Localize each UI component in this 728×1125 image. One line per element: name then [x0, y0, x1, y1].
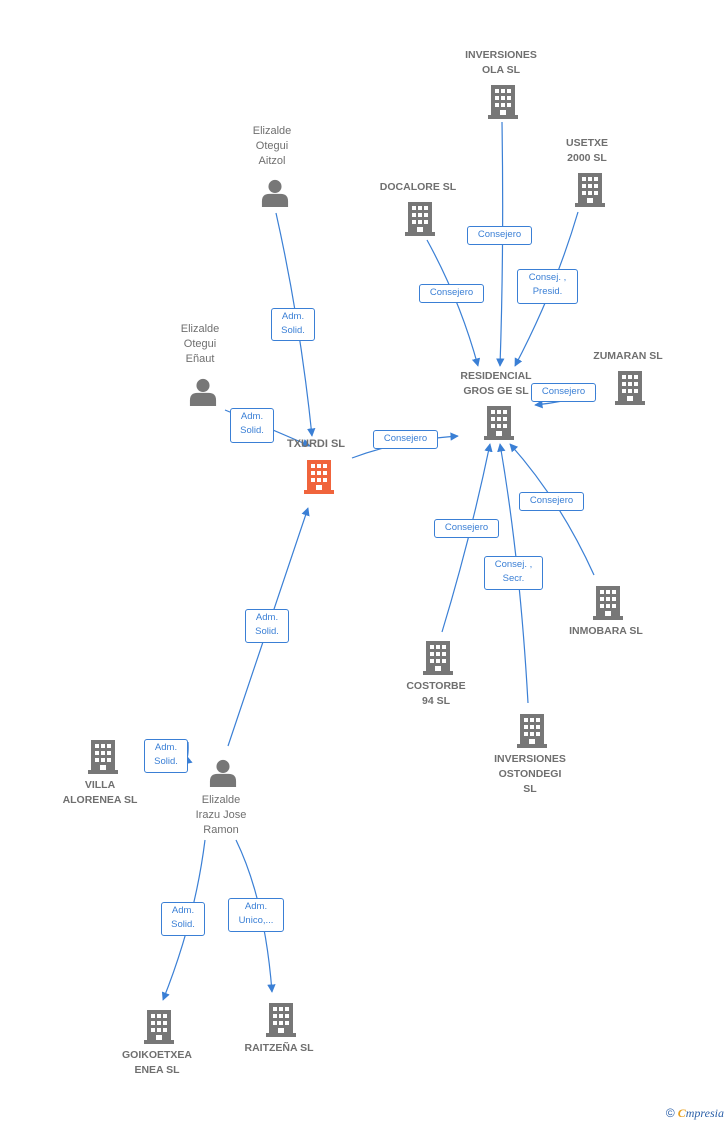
edge-label-costorbe-residencial: Consejero	[434, 519, 499, 538]
edge-label-ostondegi-residencial: Consej. , Secr.	[484, 556, 543, 590]
brand-name: mpresia	[685, 1106, 724, 1120]
building-icon	[484, 406, 514, 440]
building-icon	[304, 460, 334, 494]
edge-label-docalore-residencial: Consejero	[419, 284, 484, 303]
node-zumaran-label[interactable]: ZUMARAN SL	[593, 350, 663, 362]
building-icon	[144, 1010, 174, 1044]
edge-label-enaut-txurdi: Adm. Solid.	[230, 408, 274, 443]
edge-label-ola-residencial: Consejero	[467, 226, 532, 245]
node-raitzena-label[interactable]: RAITZEÑA SL	[244, 1042, 314, 1054]
building-icon	[423, 641, 453, 675]
node-residencial-label[interactable]: RESIDENCIAL GROS GE SL	[460, 370, 532, 397]
edge-docalore-residencial	[426, 239, 481, 367]
edge-ola-residencial	[496, 121, 505, 367]
edge-label-txurdi-residencial: Consejero	[373, 430, 438, 449]
node-aitzol-label[interactable]: Elizalde Otegui Aitzol	[252, 125, 292, 167]
node-txurdi-label[interactable]: TXURDI SL	[286, 438, 346, 450]
node-inversiones-ola-label[interactable]: INVERSIONES OLA SL	[465, 49, 537, 76]
node-usetxe-label[interactable]: USETXE 2000 SL	[565, 137, 608, 164]
person-icon	[189, 378, 217, 406]
copyright-symbol: ©	[665, 1106, 675, 1120]
building-icon	[517, 714, 547, 748]
building-icon	[88, 740, 118, 774]
edge-label-jose-villa: Adm. Solid.	[144, 739, 188, 773]
edge-label-usetxe-residencial: Consej. , Presid.	[517, 269, 578, 304]
brand-initial: C	[677, 1106, 686, 1120]
edge-label-jose-txurdi: Adm. Solid.	[245, 609, 289, 643]
node-enaut-label[interactable]: Elizalde Otegui Eñaut	[180, 323, 220, 365]
edge-label-inmobara-residencial: Consejero	[519, 492, 584, 511]
node-costorbe-label[interactable]: COSTORBE 94 SL	[406, 680, 466, 707]
node-docalore-label[interactable]: DOCALORE SL	[379, 181, 457, 193]
edge-label-aitzol-txurdi: Adm. Solid.	[271, 308, 315, 341]
building-icon	[405, 202, 435, 236]
person-icon	[261, 179, 289, 207]
edge-label-jose-goikoetxea: Adm. Solid.	[161, 902, 205, 936]
node-jose-ramon-label[interactable]: Elizalde Irazu Jose Ramon	[195, 794, 247, 836]
edge-label-jose-raitzena: Adm. Unico,...	[228, 898, 284, 932]
node-goikoetxea-label[interactable]: GOIKOETXEA ENEA SL	[121, 1049, 192, 1076]
node-inversiones-ostondegi-label[interactable]: INVERSIONES OSTONDEGI SL	[494, 753, 566, 795]
edge-costorbe-residencial	[441, 443, 493, 633]
building-icon	[488, 85, 518, 119]
empresia-logo: © Cmpresia	[666, 1106, 724, 1121]
building-icon	[266, 1003, 296, 1037]
building-icon	[575, 173, 605, 207]
node-villa-alorenea-label[interactable]: VILLA ALORENEA SL	[62, 779, 138, 806]
node-inmobara-label[interactable]: INMOBARA SL	[569, 625, 643, 637]
building-icon	[593, 586, 623, 620]
building-icon	[615, 371, 645, 405]
edge-label-zumaran-residencial: Consejero	[531, 383, 596, 402]
person-icon	[209, 759, 237, 787]
node-icons	[88, 85, 645, 1044]
